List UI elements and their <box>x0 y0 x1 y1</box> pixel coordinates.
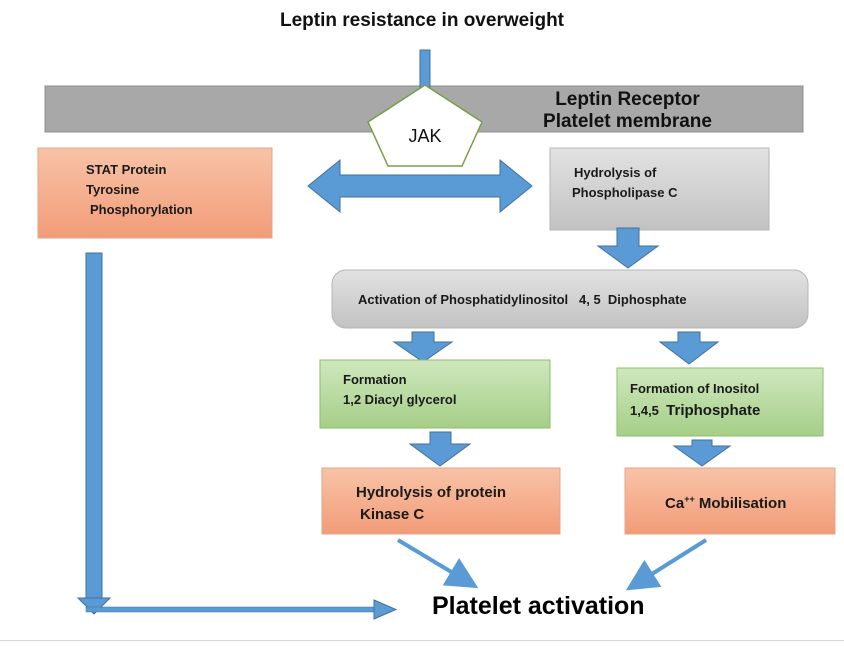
ip3-numbers: 1,4,5 <box>630 403 667 418</box>
ca-mobilisation: Mobilisation <box>694 495 787 512</box>
pip2-to-dag-arrow <box>392 331 454 363</box>
plc-box <box>549 147 770 231</box>
platelet-membrane-label: Platelet membrane <box>543 111 712 132</box>
stat-line-3: Phosphorylation <box>90 202 193 217</box>
ca-charge: ++ <box>684 494 695 504</box>
plc-to-pip2-arrow <box>596 227 660 269</box>
pkc-line-1: Hydrolysis of protein <box>356 484 507 501</box>
stat-box-text: STAT Protein Tyrosine Phosphorylation <box>80 160 193 220</box>
ip3-line-2: 1,4,5 Triphosphate <box>630 400 760 422</box>
stat-line-1: STAT Protein <box>86 162 167 177</box>
stat-line-2: Tyrosine <box>86 182 140 197</box>
ca-box-text: Ca++ Mobilisation <box>665 494 786 512</box>
ip3-box <box>616 367 824 437</box>
bottom-divider <box>0 640 844 641</box>
dag-box <box>319 359 551 429</box>
plc-box-text: Hydrolysis of Phospholipase C <box>572 163 677 203</box>
jak-label: JAK <box>408 126 442 146</box>
stat-horizontal-shaft <box>85 606 379 613</box>
pkc-box <box>321 467 561 535</box>
membrane-label: Leptin Receptor Platelet membrane <box>520 89 735 133</box>
platelet-activation-label: Platelet activation <box>432 592 645 620</box>
stat-plc-double-arrow <box>307 158 533 214</box>
ip3-triphosphate: Triphosphate <box>666 402 761 419</box>
pkc-line-2: Kinase C <box>360 506 425 523</box>
stat-vertical-shaft <box>85 252 103 604</box>
dag-line-2: 1,2 Diacyl glycerol <box>343 392 457 407</box>
pip2-box <box>331 269 809 329</box>
pkc-to-platelet-arrow <box>396 538 479 589</box>
dag-to-pkc-arrow <box>408 431 472 467</box>
ip3-box-text: Formation of Inositol 1,4,5 Triphosphate <box>630 378 760 422</box>
ca-to-platelet-arrow <box>625 538 708 591</box>
ca-box <box>624 467 836 535</box>
dag-line-1: Formation <box>343 372 407 387</box>
stat-horizontal-arrowhead <box>373 599 398 620</box>
pip2-box-text: Activation of Phosphatidylinositol 4, 5 … <box>358 292 687 307</box>
pkc-box-text: Hydrolysis of protein Kinase C <box>356 482 506 526</box>
ip3-to-ca-arrow <box>672 439 732 467</box>
plc-line-2: Phospholipase C <box>572 185 678 200</box>
ip3-line-1: Formation of Inositol <box>630 381 760 396</box>
leptin-receptor-label: Leptin Receptor <box>555 89 700 110</box>
diagram-title: Leptin resistance in overweight <box>279 10 565 31</box>
dag-box-text: Formation 1,2 Diacyl glycerol <box>343 370 456 410</box>
pip2-to-ip3-arrow <box>658 331 720 365</box>
plc-line-1: Hydrolysis of <box>574 165 657 180</box>
stat-vertical-arrowhead <box>76 597 112 615</box>
stat-box <box>37 147 273 239</box>
ca-symbol: Ca <box>665 495 685 512</box>
jak-pentagon <box>367 84 483 167</box>
